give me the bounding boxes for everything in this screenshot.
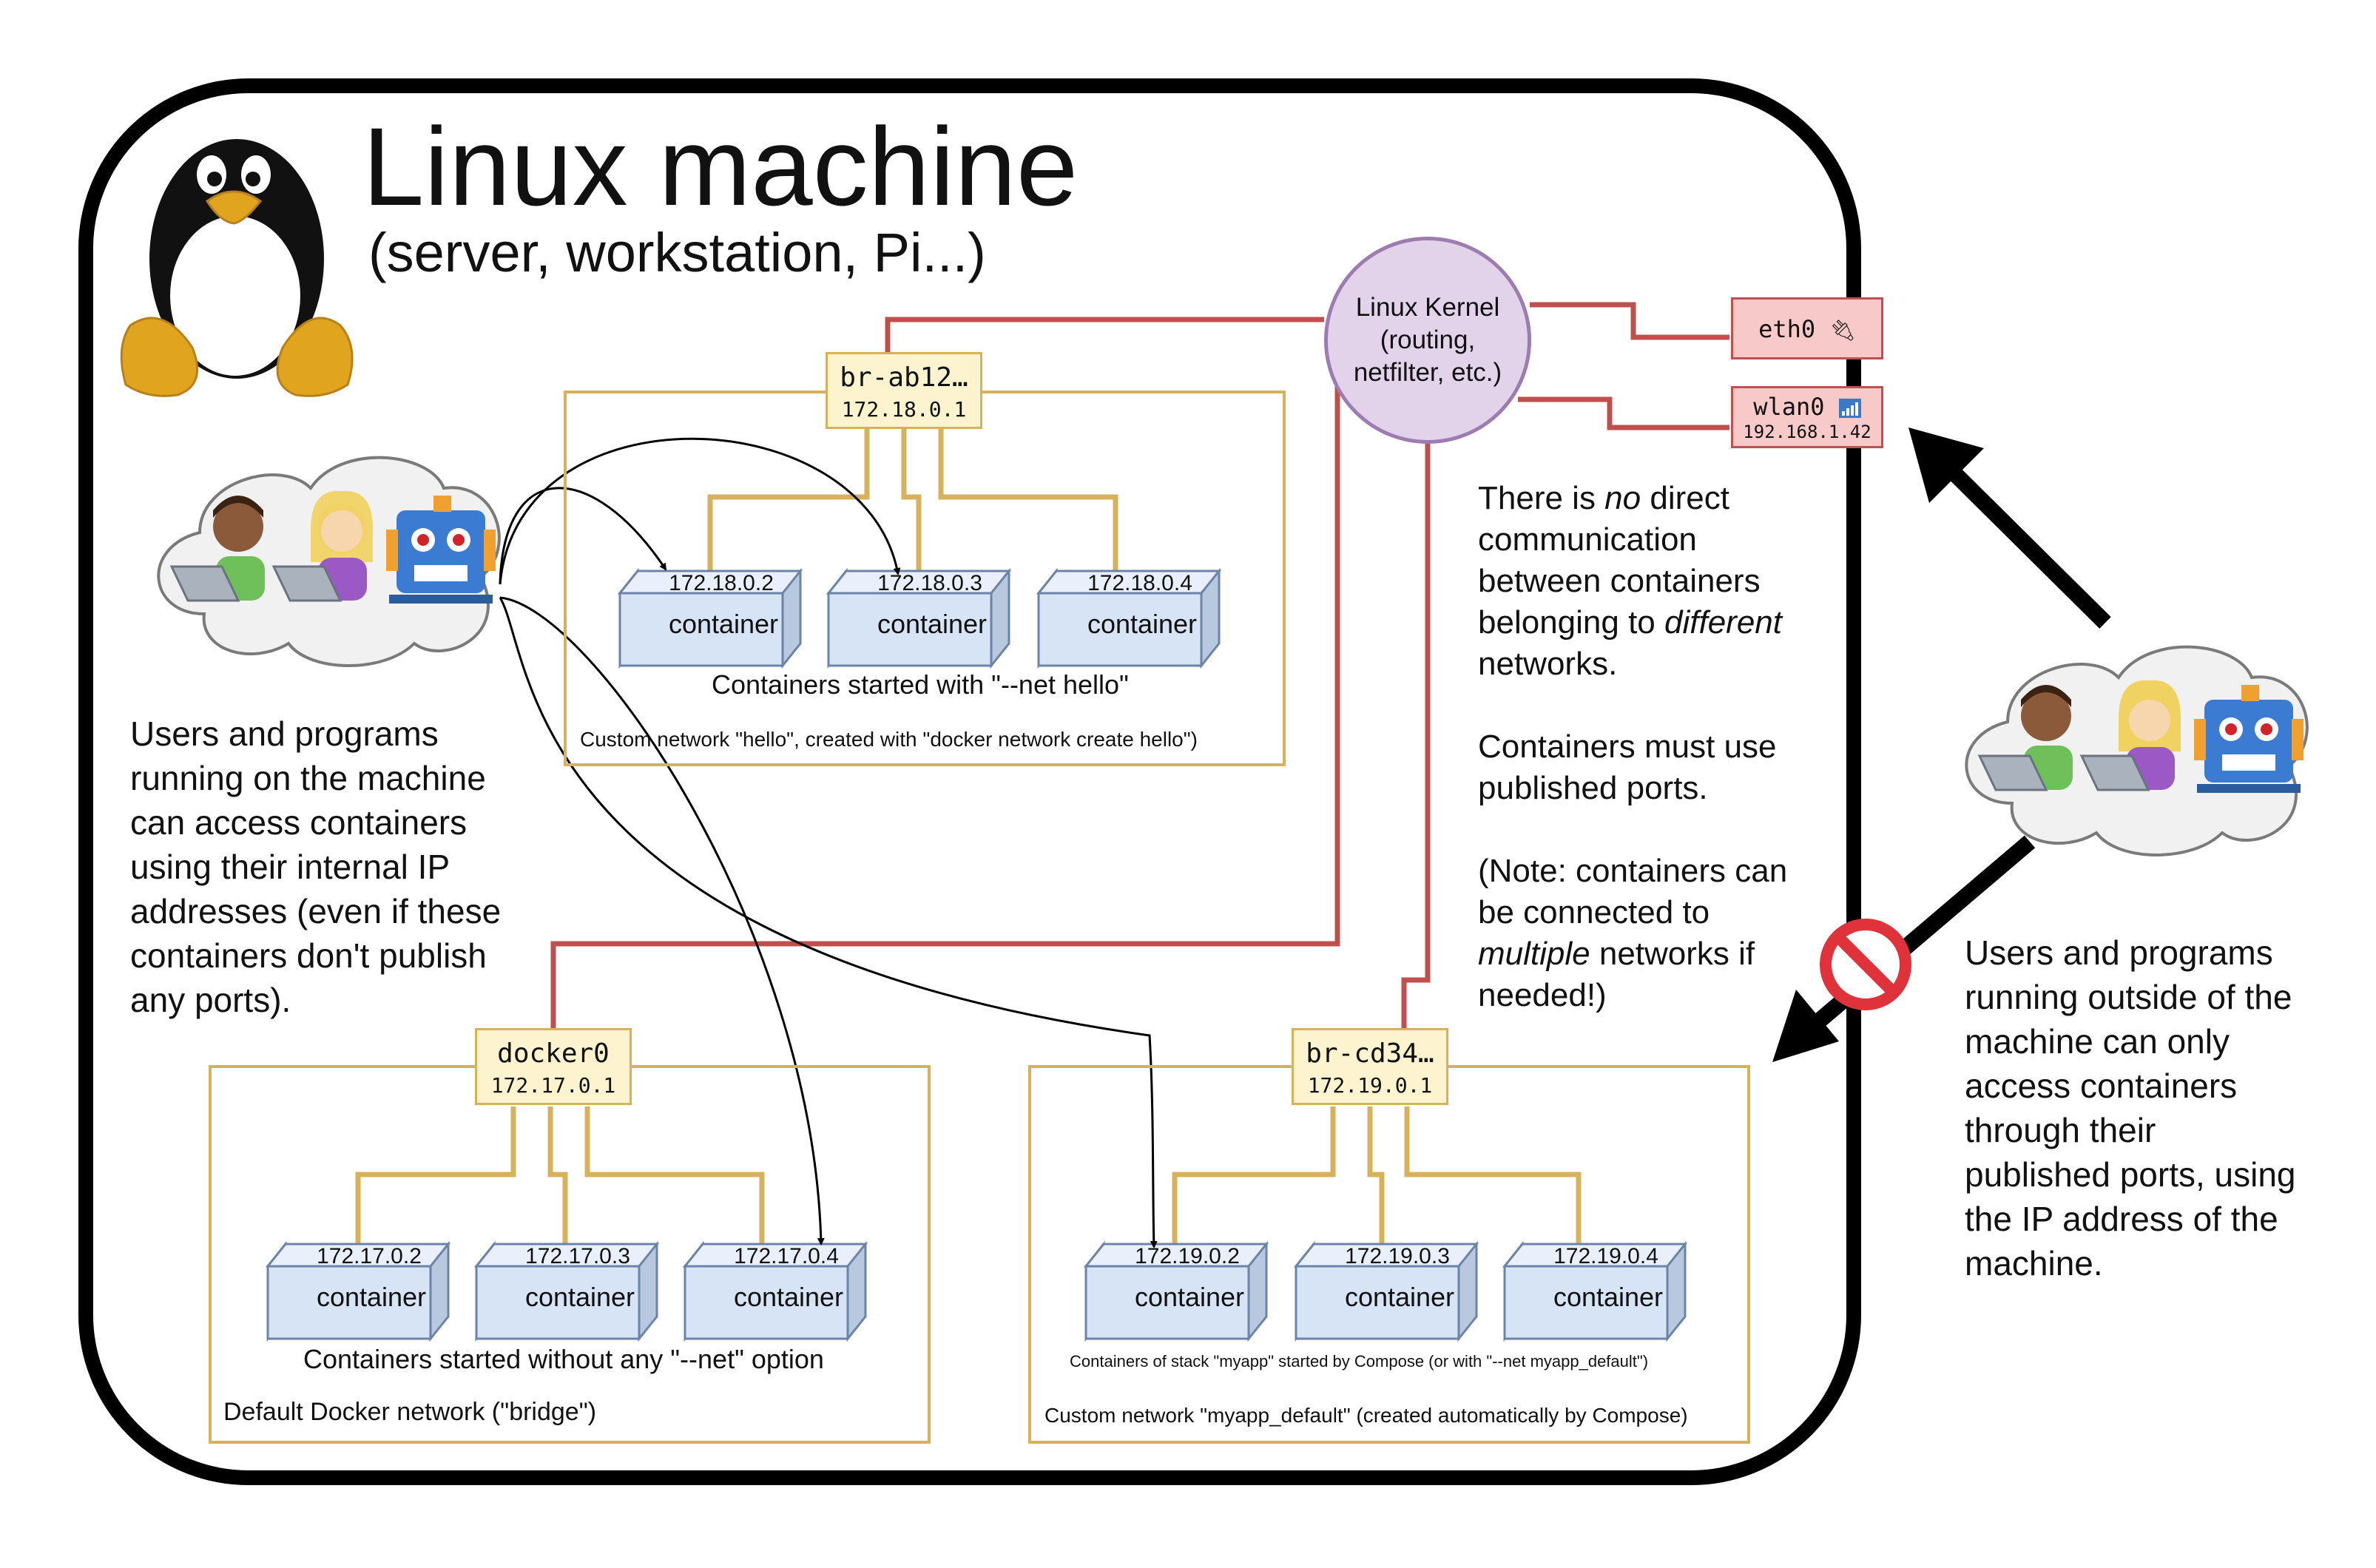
container-ip: 172.18.0.2 [669,571,774,595]
container-label: container [1553,1282,1664,1312]
container-ip: 172.18.0.3 [877,571,982,595]
default-network-caption: Default Docker network ("bridge") [223,1398,597,1426]
container-ip: 172.19.0.2 [1135,1244,1240,1268]
user-woman-laptop-icon [271,490,373,602]
bridge-br-ab12: br-ab12… 172.18.0.1 [826,352,982,429]
bridge-name: br-cd34… [1306,1038,1434,1069]
interface-name: eth0 [1758,315,1816,343]
container-ip: 172.17.0.4 [734,1244,839,1268]
container-label: container [316,1282,427,1312]
plug-icon: 🔌︎ [1829,318,1856,342]
wire-kernel-to-br-ab12 [885,317,1324,355]
container-ip: 172.17.0.3 [525,1244,630,1268]
bridge-ip: 172.19.0.1 [1307,1073,1433,1098]
wifi-signal-icon [1838,399,1861,418]
access-arrows [499,437,1158,1248]
container-label: container [733,1282,844,1312]
bridge-name: br-ab12… [840,362,968,393]
outside-users-cloud [1965,645,2309,856]
bridge-links [355,428,1582,1244]
arrow-blocked-to-containers [1796,835,2036,1042]
container-label: container [1087,609,1198,639]
hello-network-caption: Custom network "hello", created with "do… [580,728,1198,751]
wire-kernel-to-eth0 [1530,302,1729,340]
outside-users-text: Users and programs running outside of th… [1965,933,2296,1283]
arrow-to-machine-ip [1938,457,2111,629]
tux-penguin-icon [120,139,354,397]
note-emphasis: no [1604,480,1641,516]
container-label: container [1344,1282,1455,1312]
note-text: networks. [1478,646,1618,682]
note-emphasis: different [1664,604,1782,641]
container-hello-2: 172.18.0.3 container [828,571,1009,666]
container-label: container [668,609,779,639]
container-default-1: 172.17.0.2 container [268,1244,448,1339]
note-text: networks if needed!) [1478,936,1755,1013]
container-ip: 172.19.0.3 [1345,1244,1450,1268]
note-published-ports: Containers must use published ports. [1478,729,1777,806]
user-woman-laptop-icon [2079,680,2181,791]
container-myapp-1: 172.19.0.2 container [1086,1244,1266,1339]
wire-kernel-to-br-cd34 [1401,442,1431,1028]
default-started-caption: Containers started without any "--net" o… [303,1344,824,1374]
bridge-ip: 172.17.0.1 [490,1073,616,1098]
container-myapp-2: 172.19.0.3 container [1296,1244,1476,1339]
container-label: container [524,1282,635,1312]
robot-icon [2194,685,2304,793]
linux-kernel-node: Linux Kernel (routing, netfilter, etc.) [1324,237,1531,444]
container-hello-1: 172.18.0.2 container [620,571,800,666]
note-multiple-networks: (Note: containers can be connected to mu… [1478,851,1863,1016]
container-ip: 172.17.0.2 [317,1244,422,1268]
user-man-laptop-icon [1977,685,2073,791]
user-man-laptop-icon [169,496,265,602]
bridge-name: docker0 [497,1038,610,1069]
container-default-2: 172.17.0.3 container [476,1244,657,1339]
wire-kernel-to-docker0 [550,385,1340,1028]
note-text: direct communication between containers … [1478,480,1761,641]
container-ip: 172.18.0.4 [1087,571,1192,595]
bridge-ip: 172.18.0.1 [841,397,967,422]
page-subtitle: (server, workstation, Pi...) [368,222,986,283]
container-ip: 172.19.0.4 [1553,1244,1658,1268]
container-label: container [1134,1282,1245,1312]
note-text: There is [1478,480,1605,516]
interface-eth0: eth0 🔌︎ [1731,297,1883,359]
note-emphasis: multiple [1478,936,1590,972]
note-isolation: There is no direct communication between… [1478,478,1863,685]
interface-wlan0: wlan0 192.168.1.42 [1731,386,1883,448]
container-label: container [877,609,988,639]
hello-started-caption: Containers started with "--net hello" [712,669,1129,700]
network-notes: There is no direct communication between… [1478,478,1863,1016]
bridge-br-cd34: br-cd34… 172.19.0.1 [1292,1028,1448,1105]
container-default-3: 172.17.0.4 container [685,1244,865,1339]
inside-users-text: Users and programs running on the machin… [130,714,502,1019]
container-hello-3: 172.18.0.4 container [1039,571,1219,666]
kernel-wires [550,302,1729,1028]
outside-arrows [1796,457,2111,1042]
no-entry-icon [1820,919,1911,1010]
container-myapp-3: 172.19.0.4 container [1505,1244,1685,1339]
myapp-network-caption: Custom network "myapp_default" (created … [1044,1404,1688,1427]
inside-users-cloud [157,456,501,667]
wire-kernel-to-wlan0 [1518,396,1729,430]
kernel-label: Linux Kernel (routing, netfilter, etc.) [1353,293,1502,387]
page-title: Linux machine [362,104,1079,229]
note-text: (Note: containers can be connected to [1478,853,1788,930]
interface-name: wlan0 [1753,393,1825,421]
bridge-docker0: docker0 172.17.0.1 [475,1028,632,1105]
myapp-started-caption: Containers of stack "myapp" started by C… [1070,1352,1649,1371]
interface-ip: 192.168.1.42 [1743,422,1872,442]
robot-icon [386,496,496,604]
